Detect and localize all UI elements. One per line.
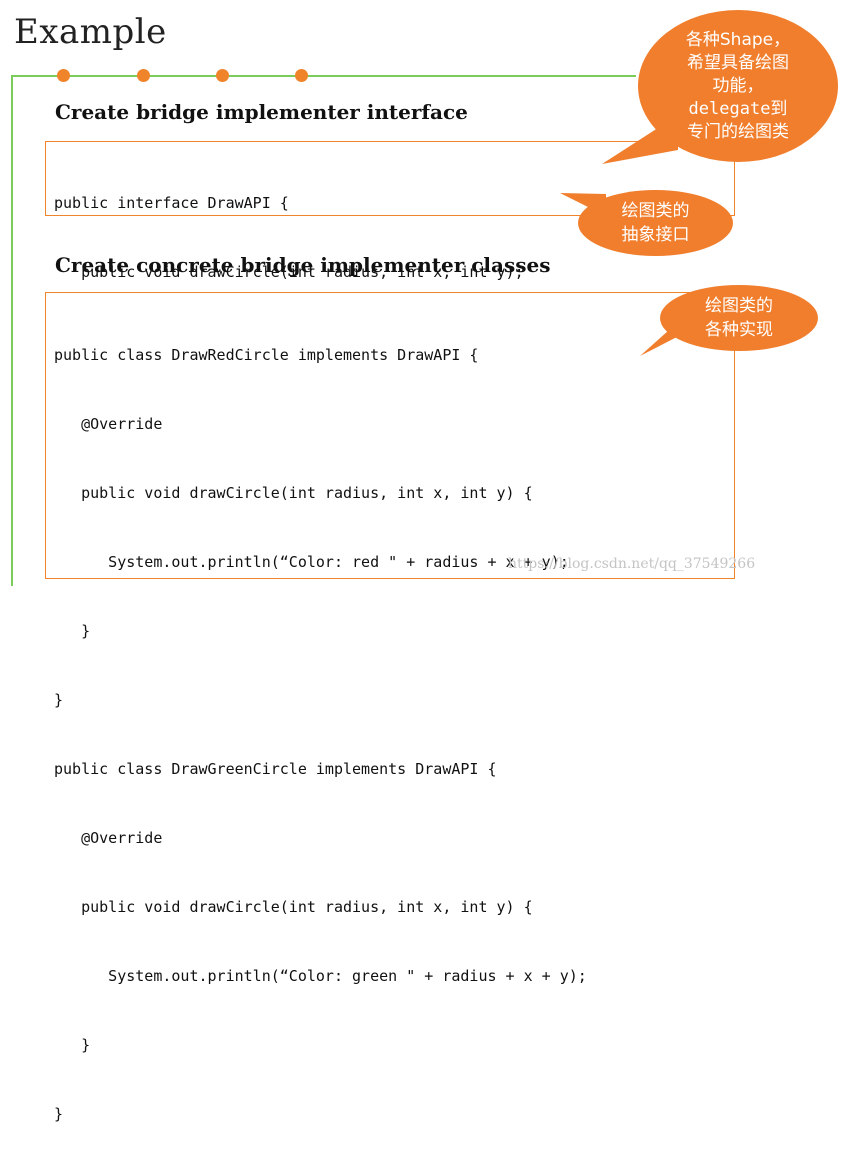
bullet-dot <box>295 69 308 82</box>
frame-left-line <box>11 76 13 586</box>
code-line: } <box>54 691 64 709</box>
callout-text: 绘图类的 各种实现 <box>705 294 773 342</box>
code-line: System.out.println(“Color: red " + radiu… <box>54 553 569 571</box>
code-line: public class DrawRedCircle implements Dr… <box>54 346 479 364</box>
section-heading-interface: Create bridge implementer interface <box>55 100 468 124</box>
callout-line: 各种实现 <box>705 320 773 340</box>
callout-line: 功能， <box>712 75 764 96</box>
code-block-classes: public class DrawRedCircle implements Dr… <box>45 292 735 1123</box>
section-heading-classes: Create concrete bridge implementer class… <box>55 253 551 277</box>
frame-top-line <box>11 75 636 77</box>
callout-text: 绘图类的 抽象接口 <box>622 199 690 247</box>
slide-title: Example <box>14 12 167 52</box>
callout-line: 各种Shape， <box>685 29 791 50</box>
code-line: @Override <box>54 829 163 847</box>
callout-text: 各种Shape， 希望具备绘图 功能， delegate到 专门的绘图类 <box>686 29 790 144</box>
callout-line: 专门的绘图类 <box>686 121 789 142</box>
callout-bubble-interface: 绘图类的 抽象接口 <box>578 190 733 256</box>
watermark: https://blog.csdn.net/qq_37549266 <box>508 556 756 572</box>
code-line: public void drawCircle(int radius, int x… <box>54 898 533 916</box>
code-line: } <box>54 1105 64 1123</box>
code-line: public interface DrawAPI { <box>54 194 289 212</box>
callout-line: 抽象接口 <box>621 225 690 245</box>
callout-line: 绘图类的 <box>621 201 690 221</box>
code-line: public void drawCircle(int radius, int x… <box>54 484 533 502</box>
code-line: @Override <box>54 415 163 433</box>
callout-line: delegate到 <box>688 98 788 119</box>
code-line: } <box>54 1036 91 1054</box>
code-line: System.out.println(“Color: green " + rad… <box>54 967 587 985</box>
code-listing: public class DrawRedCircle implements Dr… <box>54 298 734 1172</box>
callout-line: 希望具备绘图 <box>686 52 789 73</box>
callout-line: 绘图类的 <box>705 296 773 316</box>
bullet-dot <box>216 69 229 82</box>
bullet-dot <box>57 69 70 82</box>
code-line: public class DrawGreenCircle implements … <box>54 760 497 778</box>
callout-bubble-delegate: 各种Shape， 希望具备绘图 功能， delegate到 专门的绘图类 <box>638 10 838 162</box>
code-line: public void drawCircle(int radius, int x… <box>54 263 524 281</box>
bullet-dot <box>137 69 150 82</box>
code-line: } <box>54 622 91 640</box>
callout-bubble-implementations: 绘图类的 各种实现 <box>660 285 818 351</box>
code-listing: public interface DrawAPI { public void d… <box>54 146 734 399</box>
